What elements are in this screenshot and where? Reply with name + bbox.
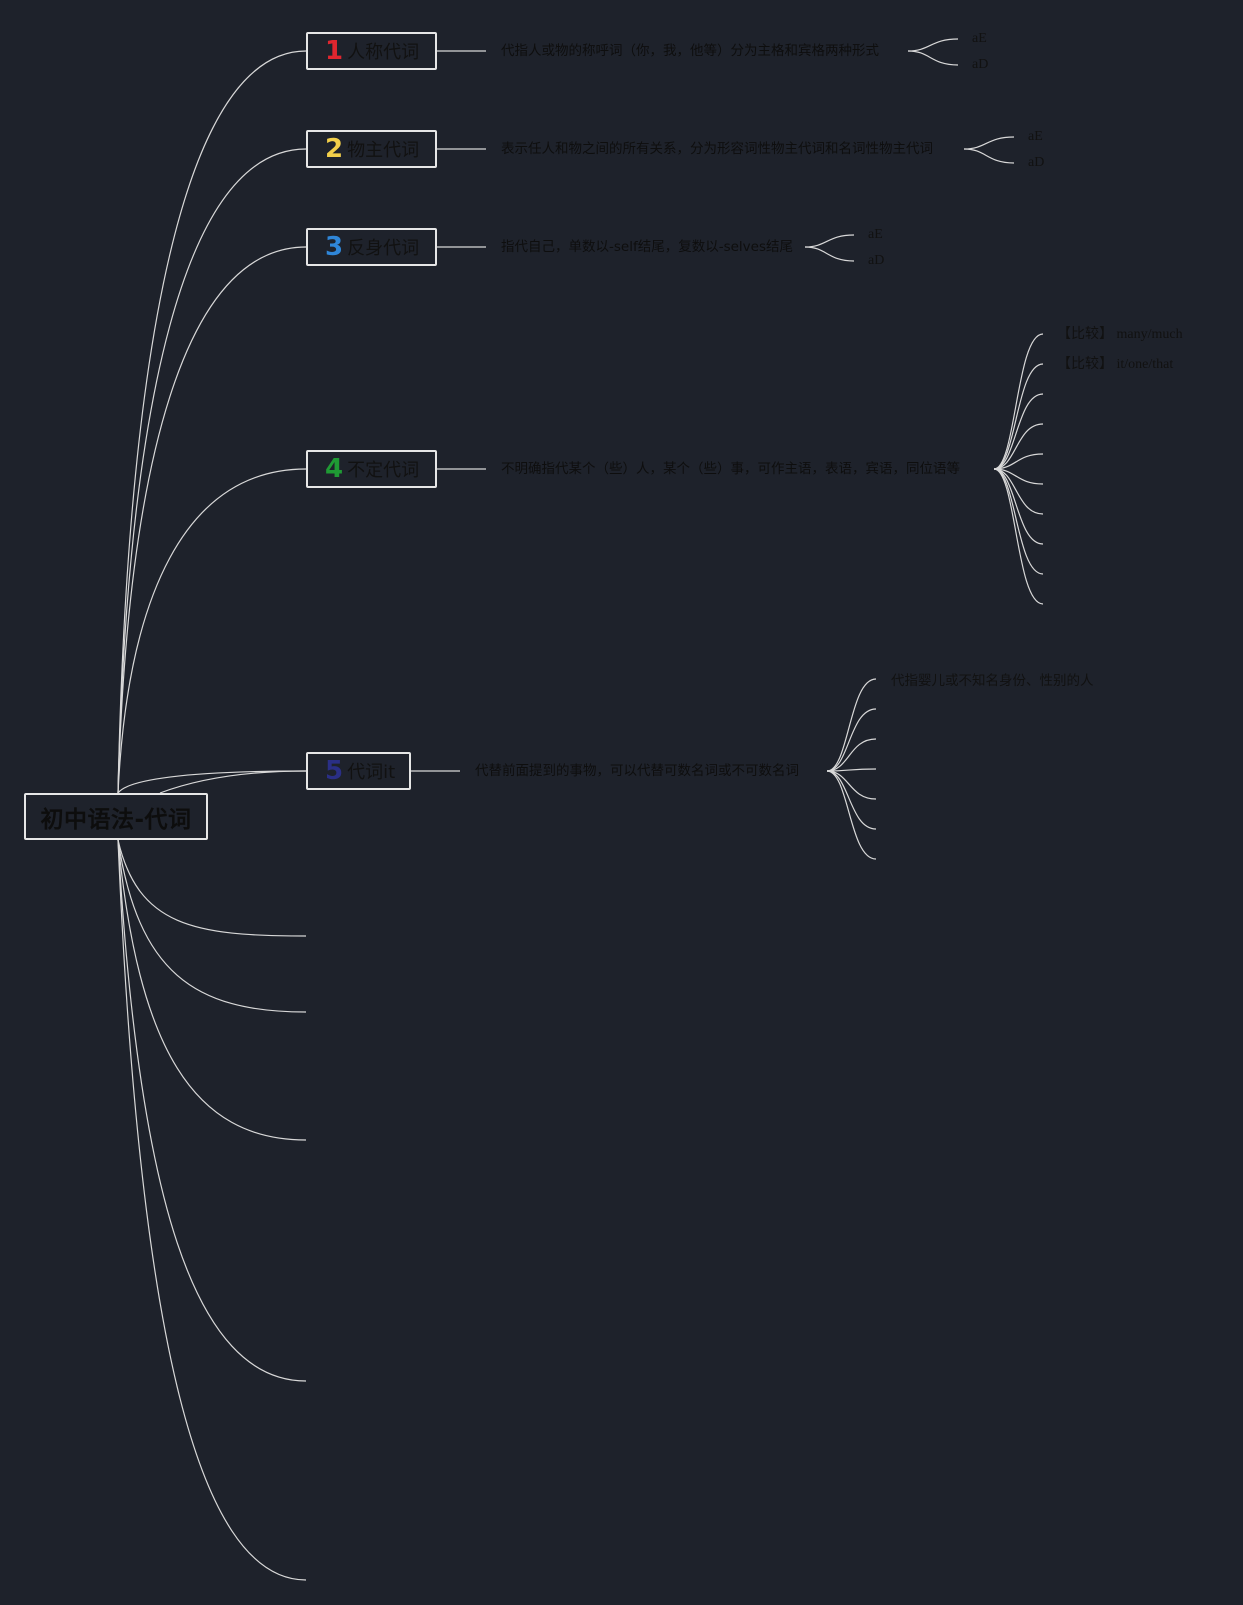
topic-number-2: 2	[325, 134, 344, 164]
leaf-node[interactable]: 【比较】 it/one/that	[1057, 357, 1174, 372]
leaf-node[interactable]: aE	[1028, 129, 1043, 144]
root-branch-line	[117, 148, 307, 794]
leaf-connector	[826, 678, 877, 772]
leaf-node[interactable]: 代指婴儿或不知名身份、性别的人	[891, 673, 1094, 689]
leaf-node[interactable]: aD	[868, 253, 885, 268]
leaf-node[interactable]: 【比较】 many/much	[1057, 327, 1183, 342]
leaf-connector	[826, 738, 877, 772]
topic-label: 代词it	[347, 762, 396, 783]
leaf-node[interactable]: aE	[868, 227, 883, 242]
topic-label: 人称代词	[347, 42, 420, 63]
leaf-connector	[993, 468, 1044, 515]
root-branch-line	[117, 246, 307, 794]
leaf-connector	[993, 468, 1044, 575]
leaf-node[interactable]: aD	[972, 57, 989, 72]
topic-label: 反身代词	[347, 238, 420, 259]
topic-number-3: 3	[325, 232, 344, 262]
root-topic-label: 初中语法-代词	[40, 806, 192, 833]
leaf-connector	[993, 468, 1044, 605]
leaf-connector	[993, 468, 1044, 545]
root-branch-line	[117, 839, 307, 937]
topic-number-5: 5	[325, 756, 344, 786]
root-topic[interactable]: 初中语法-代词	[24, 793, 208, 840]
root-branch-line	[117, 50, 307, 794]
leaf-connector	[826, 708, 877, 772]
leaf-connector	[907, 38, 959, 52]
root-branch-line	[117, 770, 307, 794]
topic-personal-pronoun[interactable]: 1 人称代词	[306, 32, 437, 70]
topic-description[interactable]: 代指人或物的称呼词（你，我，他等）分为主格和宾格两种形式	[501, 43, 879, 59]
topic-description[interactable]: 代替前面提到的事物，可以代替可数名词或不可数名词	[475, 763, 799, 779]
topic-description[interactable]: 指代自己，单数以-self结尾，复数以-selves结尾	[501, 239, 794, 255]
root-branch-line	[117, 839, 307, 1013]
root-branch-line	[117, 839, 307, 1141]
leaf-node[interactable]: aE	[972, 31, 987, 46]
topic-number-4: 4	[325, 454, 344, 484]
root-branch-line	[159, 770, 307, 794]
topic-possessive-pronoun[interactable]: 2 物主代词	[306, 130, 437, 168]
leaf-connector	[993, 363, 1044, 470]
leaf-connector	[826, 770, 877, 860]
topic-label: 不定代词	[347, 460, 420, 481]
leaf-connector	[963, 148, 1015, 164]
root-branch-line	[117, 839, 307, 1581]
leaf-connector	[804, 246, 855, 262]
topic-reflexive-pronoun[interactable]: 3 反身代词	[306, 228, 437, 266]
leaf-connector	[993, 453, 1044, 470]
topic-number-1: 1	[325, 36, 344, 66]
topic-indefinite-pronoun[interactable]: 4 不定代词	[306, 450, 437, 488]
root-branch-line	[117, 839, 307, 1382]
leaf-connector	[993, 423, 1044, 470]
topic-pronoun-it[interactable]: 5 代词it	[306, 752, 411, 790]
leaf-connector	[907, 50, 959, 66]
leaf-connector	[963, 136, 1015, 150]
leaf-node[interactable]: aD	[1028, 155, 1045, 170]
leaf-connector	[993, 333, 1044, 470]
root-branch-line	[117, 468, 307, 794]
topic-description[interactable]: 表示任人和物之间的所有关系，分为形容词性物主代词和名词性物主代词	[501, 141, 933, 157]
leaf-connector	[804, 234, 855, 248]
leaf-connector	[993, 393, 1044, 470]
topic-label: 物主代词	[347, 140, 420, 161]
topic-description[interactable]: 不明确指代某个（些）人，某个（些）事，可作主语，表语，宾语，同位语等	[501, 461, 960, 477]
